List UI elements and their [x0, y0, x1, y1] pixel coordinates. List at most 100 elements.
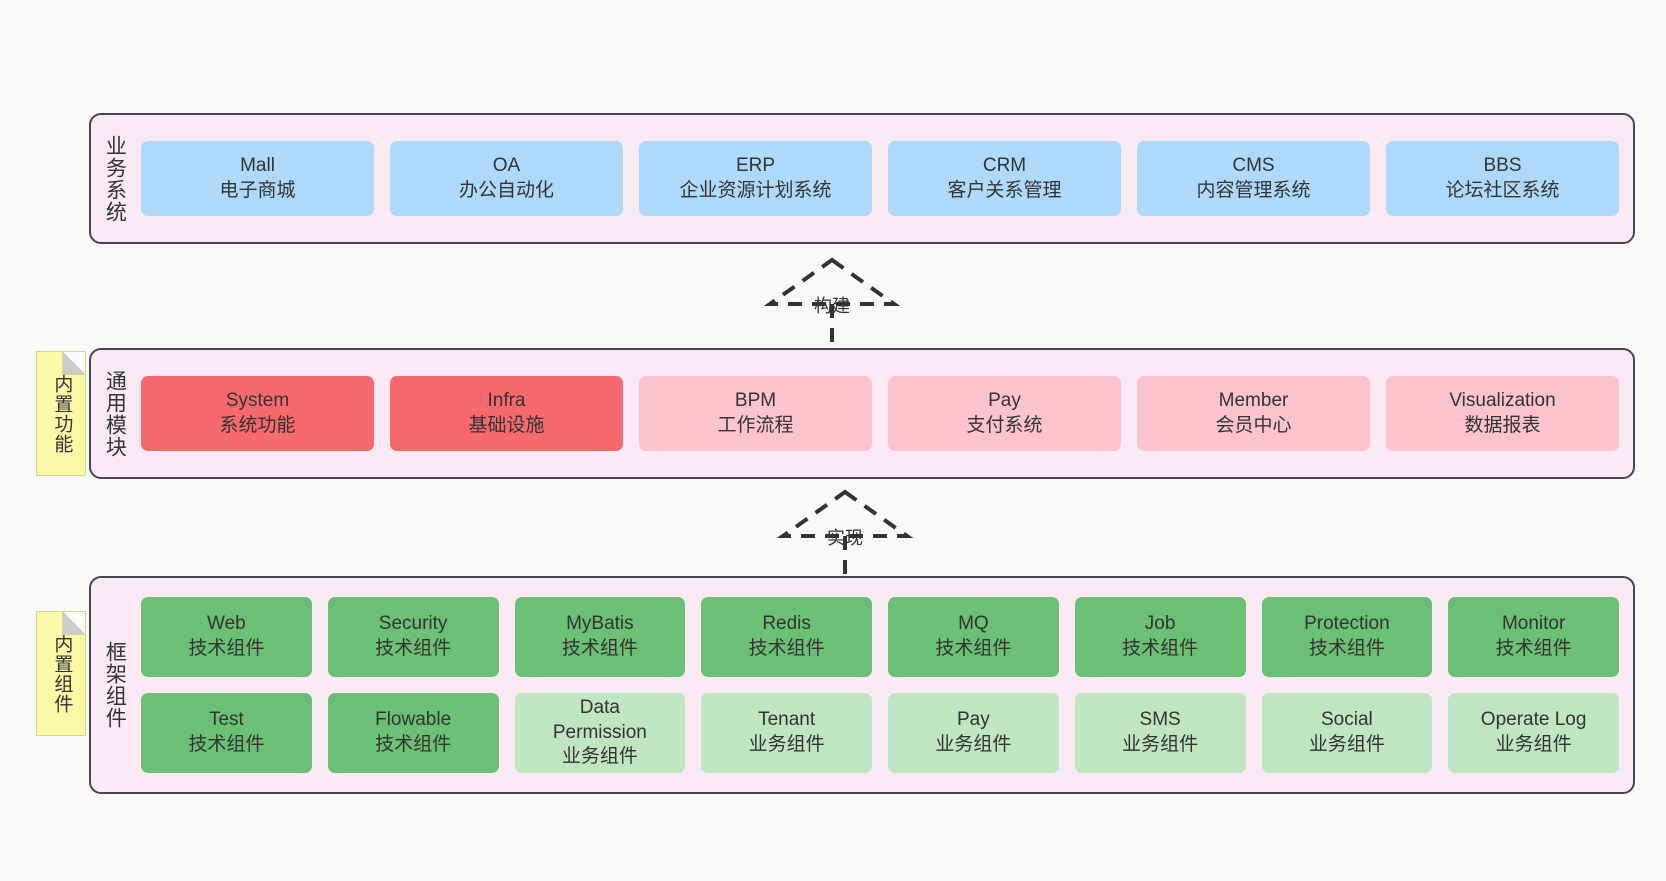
card-subtitle-cn: 内容管理系统	[1196, 179, 1311, 201]
build-connector: 构建	[742, 252, 922, 352]
card-subtitle-cn: 工作流程	[717, 414, 794, 436]
card-title-en: Tenant	[758, 709, 816, 731]
card-security[interactable]: Security 技术组件	[327, 597, 499, 677]
build-arrow-icon	[763, 257, 901, 352]
card-mall[interactable]: Mall 电子商城	[141, 141, 374, 216]
layer-title-framework: 框架组件	[103, 641, 127, 729]
card-subtitle-cn: 技术组件	[935, 638, 1012, 659]
card-title-en: Pay	[957, 709, 990, 731]
card-title-en: Visualization	[1449, 389, 1556, 411]
card-title-en: Redis	[762, 613, 811, 635]
card-subtitle-cn: 技术组件	[375, 734, 452, 755]
card-cms[interactable]: CMS 内容管理系统	[1137, 141, 1370, 216]
card-job[interactable]: Job 技术组件	[1074, 597, 1246, 677]
card-title-en: Flowable	[375, 709, 452, 731]
card-subtitle-cn: 业务组件	[748, 734, 825, 755]
card-subtitle-cn: 电子商城	[219, 179, 296, 201]
card-subtitle-cn: 系统功能	[219, 414, 296, 436]
card-subtitle-cn: 业务组件	[1495, 734, 1572, 755]
card-subtitle-cn: 技术组件	[748, 638, 825, 659]
card-title-en: Web	[207, 613, 246, 635]
card-title-en: Test	[208, 709, 244, 731]
card-title-en: Security	[378, 613, 448, 635]
layer-body-business: Mall 电子商城 OA 办公自动化 ERP 企业资源计划系统 CRM 客户关系管理 CMS 内容…	[137, 115, 1633, 242]
card-mybatis[interactable]: MyBatis 技术组件	[514, 597, 686, 677]
card-visualization[interactable]: Visualization 数据报表	[1386, 376, 1619, 451]
card-title-en: Data Permission	[552, 696, 647, 743]
card-title-en: BPM	[734, 389, 777, 411]
card-subtitle-cn: 支付系统	[966, 414, 1043, 436]
card-member[interactable]: Member 会员中心	[1137, 376, 1370, 451]
card-subtitle-cn: 数据报表	[1464, 414, 1541, 436]
card-infra[interactable]: Infra 基础设施	[390, 376, 623, 451]
card-title-en: CMS	[1232, 154, 1275, 176]
card-monitor[interactable]: Monitor 技术组件	[1448, 597, 1619, 677]
card-subtitle-cn: 技术组件	[1122, 638, 1199, 659]
layer-business-system: 业务系统 Mall 电子商城 OA 办公自动化 ERP 企业资源计划系统 CRM 客户关系管理…	[89, 113, 1635, 244]
card-subtitle-cn: 会员中心	[1215, 414, 1292, 436]
card-social[interactable]: Social 业务组件	[1261, 693, 1433, 773]
card-bbs[interactable]: BBS 论坛社区系统	[1386, 141, 1619, 216]
card-title-en: Member	[1218, 389, 1289, 411]
realize-arrow-icon	[776, 489, 914, 584]
card-title-en: Job	[1144, 613, 1176, 635]
card-subtitle-cn: 办公自动化	[458, 179, 554, 201]
builtin-function-note: 内置功能	[36, 351, 86, 476]
card-title-en: OA	[492, 154, 521, 176]
card-flowable[interactable]: Flowable 技术组件	[327, 693, 499, 773]
card-title-en: BBS	[1483, 154, 1522, 176]
card-tenant[interactable]: Tenant 业务组件	[701, 693, 872, 773]
card-title-en: MyBatis	[566, 613, 634, 635]
card-title-en: Social	[1321, 709, 1373, 731]
card-title-en: SMS	[1139, 709, 1181, 731]
card-subtitle-cn: 技术组件	[1308, 638, 1385, 659]
realize-connector: 实现	[755, 484, 935, 584]
card-subtitle-cn: 基础设施	[468, 414, 545, 436]
card-erp[interactable]: ERP 企业资源计划系统	[639, 141, 872, 216]
card-protection[interactable]: Protection 技术组件	[1261, 597, 1433, 677]
card-subtitle-cn: 客户关系管理	[947, 179, 1062, 201]
card-title-en: ERP	[735, 154, 776, 176]
card-crm[interactable]: CRM 客户关系管理	[888, 141, 1121, 216]
card-subtitle-cn: 论坛社区系统	[1445, 179, 1560, 201]
card-subtitle-cn: 技术组件	[1495, 638, 1572, 659]
card-subtitle-cn: 技术组件	[188, 638, 265, 659]
card-subtitle-cn: 企业资源计划系统	[679, 179, 832, 201]
card-redis[interactable]: Redis 技术组件	[701, 597, 872, 677]
card-title-en: Monitor	[1501, 613, 1566, 635]
card-bpm[interactable]: BPM 工作流程	[639, 376, 872, 451]
card-subtitle-cn: 技术组件	[561, 638, 638, 659]
card-title-en: Protection	[1304, 613, 1390, 635]
card-pay[interactable]: Pay 支付系统	[888, 376, 1121, 451]
card-row: Mall 电子商城 OA 办公自动化 ERP 企业资源计划系统 CRM 客户关系管理 CMS 内容…	[141, 141, 1619, 216]
card-subtitle-cn: 技术组件	[188, 734, 265, 755]
card-title-en: Infra	[487, 389, 526, 411]
card-subtitle-cn: 业务组件	[1308, 734, 1385, 755]
card-title-en: CRM	[982, 154, 1027, 176]
card-test[interactable]: Test 技术组件	[141, 693, 312, 773]
card-web[interactable]: Web 技术组件	[141, 597, 312, 677]
builtin-component-note: 内置组件	[36, 611, 86, 736]
card-title-en: Mall	[240, 154, 275, 176]
card-sms[interactable]: SMS 业务组件	[1074, 693, 1246, 773]
realize-connector-label: 实现	[827, 528, 863, 548]
card-oa[interactable]: OA 办公自动化	[390, 141, 623, 216]
layer-title-business: 业务系统	[103, 134, 127, 223]
layer-title-common: 通用模块	[103, 369, 127, 458]
card-pay[interactable]: Pay 业务组件	[888, 693, 1059, 773]
build-connector-label: 构建	[814, 296, 850, 316]
card-subtitle-cn: 业务组件	[935, 734, 1012, 755]
card-subtitle-cn: 业务组件	[1122, 734, 1199, 755]
card-title-en: Pay	[988, 389, 1021, 411]
card-subtitle-cn: 技术组件	[375, 638, 452, 659]
